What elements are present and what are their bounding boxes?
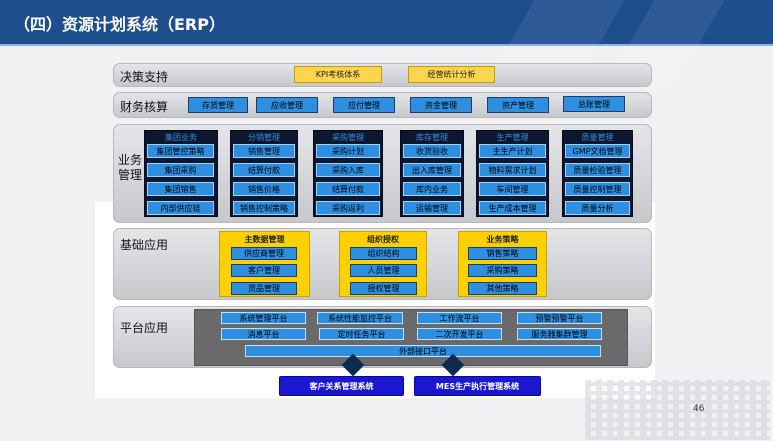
business-item: 采购入库 [316,163,380,177]
business-group-head: 生产管理 [496,133,529,142]
finance-module: 资产管理 [487,97,549,113]
business-item: 销售管理 [233,144,295,158]
decorative-pattern [585,380,770,440]
business-item: 物料需求计划 [479,163,546,177]
foundation-group-head: 组织授权 [367,235,399,244]
business-item: GMP文档管理 [565,144,630,158]
business-group-head: 采购管理 [332,133,364,142]
business-group-head: 分销管理 [248,133,280,142]
foundation-item: 其他策略 [468,282,537,295]
foundation-group-head: 主数据管理 [244,235,285,244]
business-item: 收货验收 [403,144,461,158]
business-item: 内部供应链 [147,201,214,215]
foundation-item: 授权管理 [350,282,417,295]
slide-title: （四）资源计划系统（ERP） [14,15,225,34]
foundation-group-head: 业务策略 [486,235,519,244]
foundation-item: 客户管理 [231,264,297,277]
foundation-label: 基础应用 [120,238,169,252]
business-item: 销售控制策略 [233,201,295,215]
finance-label: 财务核算 [120,100,169,114]
business-item: 车间管理 [479,182,546,196]
business-item: 集团管控策略 [147,144,214,158]
platform-module: 消息平台 [221,328,306,340]
finance-module: 存货管理 [188,97,248,113]
foundation-item: 组织结构 [350,247,417,260]
kpi-module: KPI考核体系 [294,66,382,83]
finance-module: 应收管理 [256,97,318,113]
page-number: 46 [693,404,705,414]
title-bar [0,0,773,44]
business-item: 采购计划 [316,144,380,158]
business-item: 集团销售 [147,182,214,196]
business-item: 销售价格 [233,182,295,196]
platform-module: 系统管理平台 [221,312,306,324]
business-item: 质量分析 [565,201,630,215]
external-interface-platform: 外部接口平台 [245,345,601,357]
platform-module: 工作流平台 [417,312,502,324]
business-item: 生产成本管理 [479,201,546,215]
platform-module: 二次开发平台 [417,328,502,340]
business-item: 结算付款 [316,182,380,196]
platform-module: 定时任务平台 [319,328,404,340]
crm-system: 客户关系管理系统 [279,376,404,396]
finance-module: 应付管理 [333,97,395,113]
business-item: 运输管理 [403,201,461,215]
business-item: 出入库管理 [403,163,461,177]
business-label: 业务 管理 [118,153,143,182]
business-item: 质量控制管理 [565,182,630,196]
business-item: 结算付款 [233,163,295,177]
foundation-item: 销售策略 [468,247,537,260]
platform-module: 服务器集群管理 [517,328,602,340]
stats-module: 经营统计分析 [408,66,495,83]
finance-module: 资金管理 [410,97,472,113]
decision-label: 决策支持 [120,70,169,84]
platform-label: 平台应用 [120,321,169,335]
business-item: 库内业务 [403,182,461,196]
business-item: 质量检验管理 [565,163,630,177]
finance-module: 总账管理 [563,96,625,112]
foundation-item: 人员管理 [350,264,417,277]
title-underline [0,44,773,46]
business-item: 采购返利 [316,201,380,215]
business-group-head: 集团业务 [165,133,197,142]
foundation-item: 货品管理 [231,282,297,295]
foundation-item: 供应商管理 [231,247,297,260]
decision-layer [113,63,652,87]
platform-module: 系统性能监控平台 [317,312,403,324]
business-item: 主生产计划 [479,144,546,158]
business-group-head: 质量管理 [581,133,614,142]
business-item: 集团采购 [147,163,214,177]
business-group-head: 库存管理 [416,133,448,142]
mes-system: MES生产执行管理系统 [414,376,541,396]
foundation-item: 采购策略 [468,264,537,277]
platform-module: 预警预警平台 [517,312,602,324]
